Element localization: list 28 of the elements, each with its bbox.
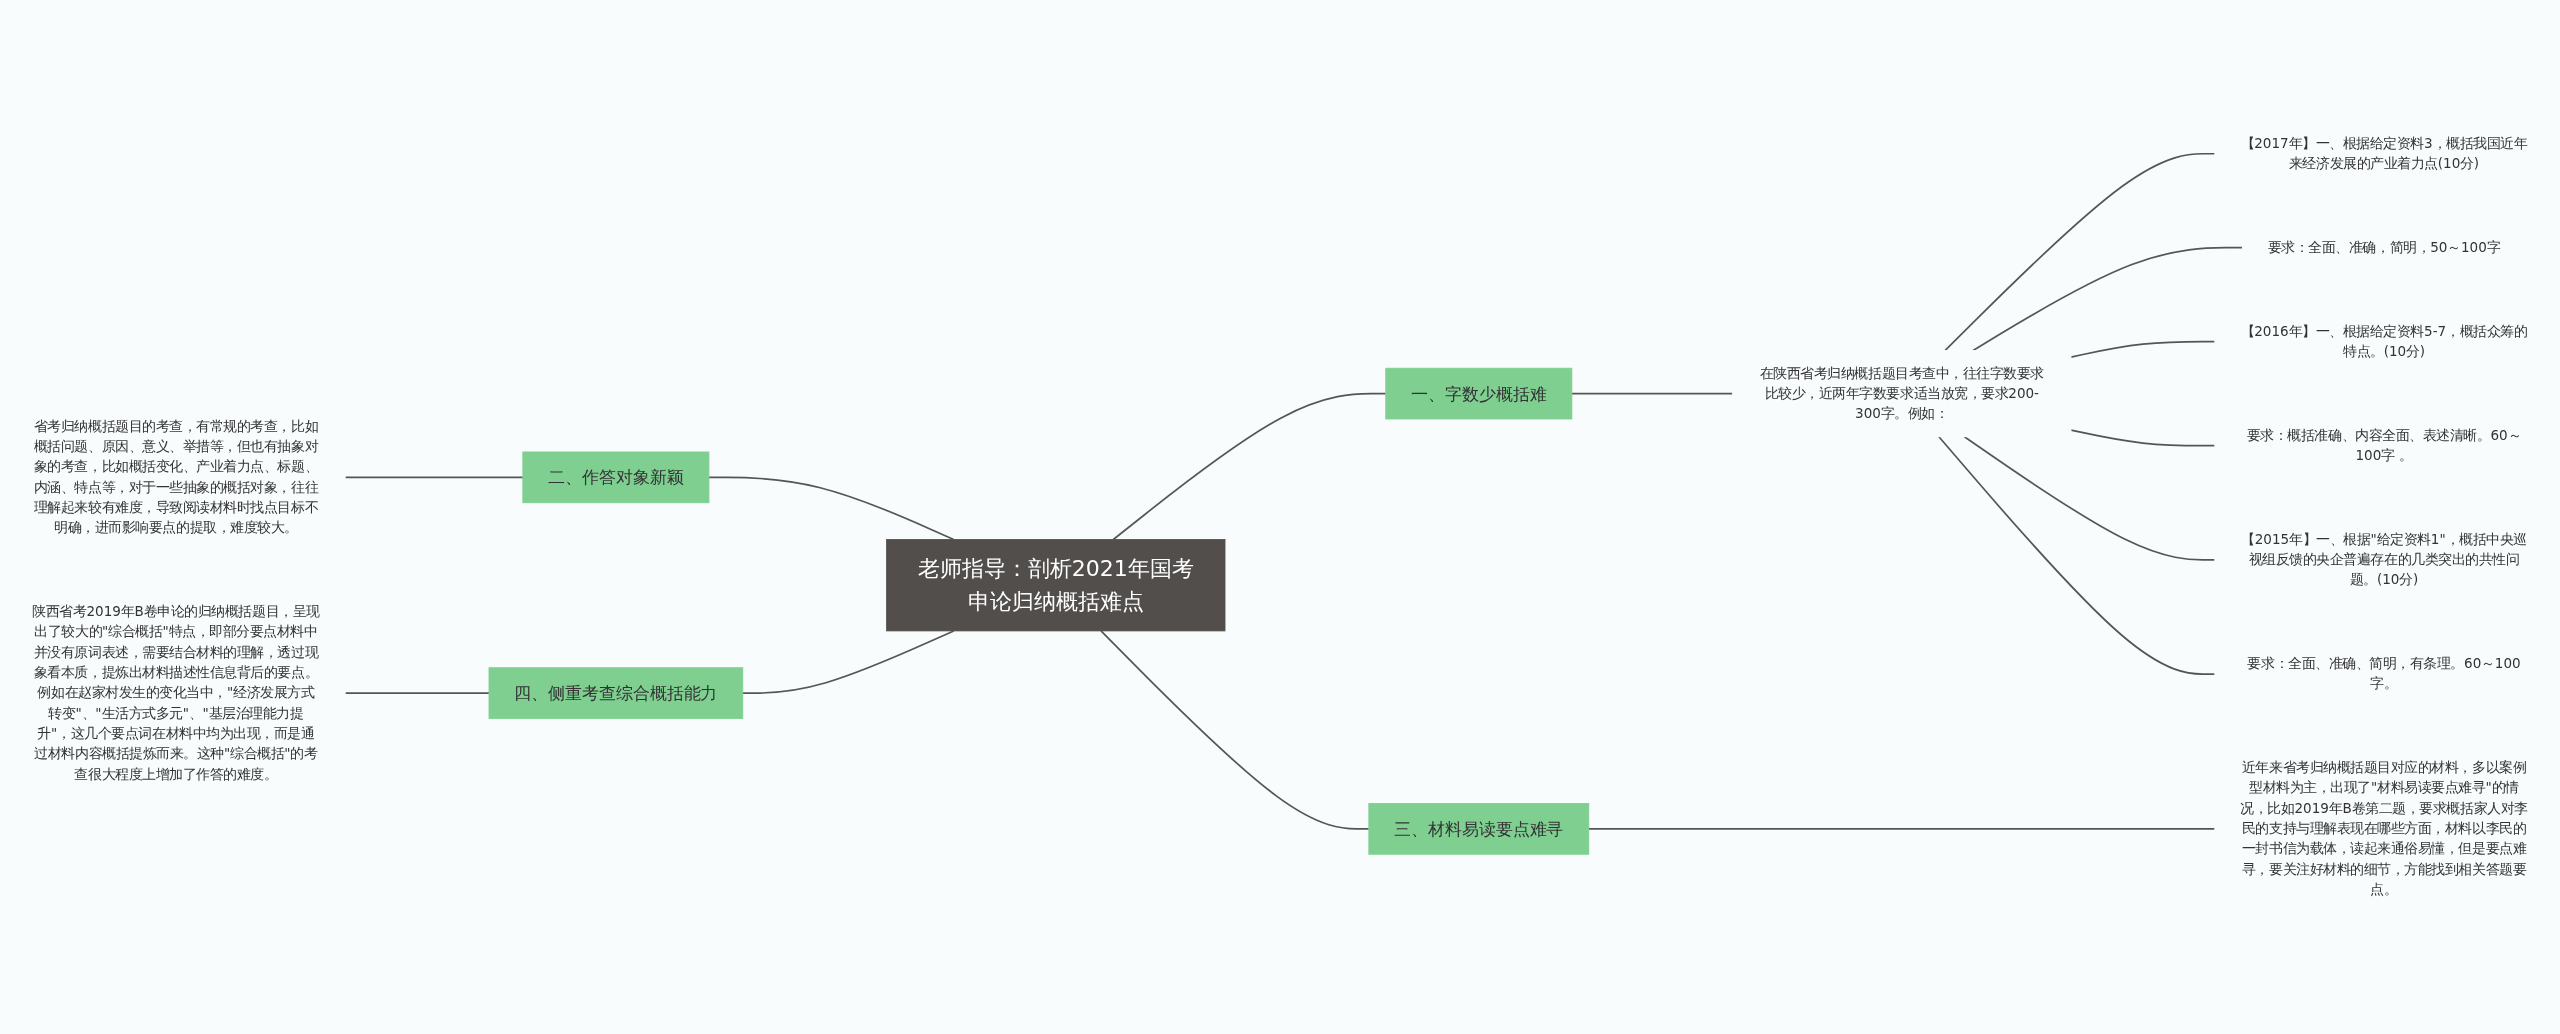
node-text: 【2016年】一、根据给定资料5-7，概括众筹的特点。(10分)	[2240, 323, 2528, 360]
connector	[1587, 828, 2216, 830]
node-box: 老师指导：剖析2021年国考申论归纳概括难点	[886, 539, 1226, 632]
node-box: 四、侧重考查综合概括能力	[488, 667, 744, 720]
node-box: 一、字数少概括难	[1385, 368, 1573, 420]
connector	[1972, 247, 2244, 352]
node-text: 要求：全面、准确，简明，50～100字	[2267, 239, 2501, 256]
node-text: 近年来省考归纳概括题目对应的材料，多以案例型材料为主，出现了"材料易读要点难寻"的情况，比如2019年B卷第二题，要求概括家人对李民的支持与理解表现在哪些方面，材料以李民的一封书信为载体，读起来通俗易懂，但是要点难寻，要关注好材料的细节，方能找到相关答题要点。	[2240, 759, 2528, 898]
node-box: 二、作答对象新颖	[522, 451, 710, 504]
node-text: 陕西省考2019年B卷申论的归纳概括题目，呈现出了较大的"综合概括"特点，即部分要点材料中并没有原词表述，需要结合材料的理解，透过现象看本质，提炼出材料描述性信息背后的要点。例如在赵家村发生的变化当中，"经济发展方式转变"、"生活方式多元"、"基层治理能力提升"，这几个要点词在材料中均为出现，而是通过材料内容概括提炼而来。这种"综合概括"的考查很大程度上增加了作答的难度。	[32, 603, 320, 783]
connector	[344, 476, 524, 479]
connector	[1944, 153, 2216, 352]
connector	[2070, 341, 2216, 359]
node-text: 省考归纳概括题目的考查，有常规的考查，比如概括问题、原因、意义、举措等，但也有抽象对象的考查，比如概括变化、产业着力点、标题、内涵、特点等，对于一些抽象的概括对象，往往理解起来较有难度，导致阅读材料时找点目标不明确，进而影响要点的提取，难度较大。	[33, 418, 319, 537]
connector	[1963, 436, 2216, 561]
node-box: 三、材料易读要点难寻	[1368, 803, 1590, 855]
node-text: 【2017年】一、根据给定资料3，概括我国近年来经济发展的产业着力点(10分)	[2240, 135, 2528, 172]
connector	[2070, 429, 2216, 447]
node-text: 在陕西省考归纳概括题目考查中，往往字数要求比较少，近两年字数要求适当放宽，要求200-300字。例如：	[1759, 365, 2044, 422]
node-text: 要求：概括准确、内容全面、表述清晰。60～100字 。	[2246, 427, 2522, 464]
connector	[1571, 393, 1734, 395]
connector	[708, 476, 955, 541]
node-text: 【2015年】一、根据"给定资料1"，概括中央巡视组反馈的央企普遍存在的几类突出的共性问题。(10分)	[2241, 531, 2527, 589]
node-text: 要求：全面、准确、简明，有条理。60～100字。	[2247, 655, 2521, 693]
connector	[344, 692, 490, 695]
connector	[1938, 436, 2216, 676]
connector	[1112, 393, 1387, 541]
connector	[1100, 630, 1370, 830]
